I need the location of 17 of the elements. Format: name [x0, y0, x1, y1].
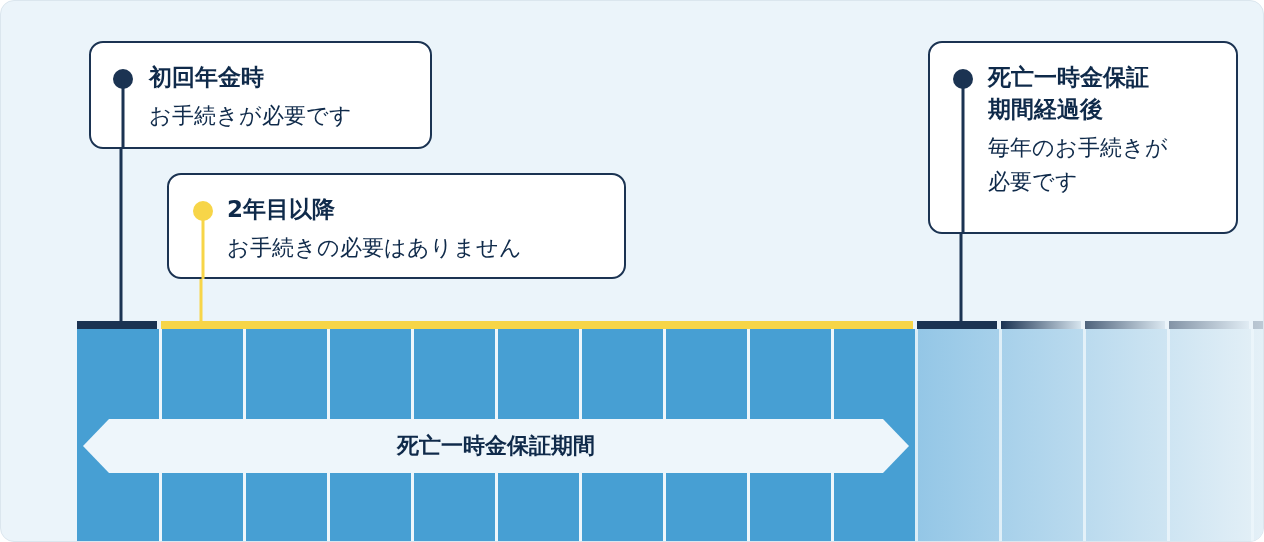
callout-box	[167, 173, 626, 279]
callout-box	[928, 41, 1238, 234]
leader-line	[119, 149, 123, 321]
callout-heading: 2年目以降	[227, 195, 336, 224]
callout-box	[89, 41, 432, 149]
callout-heading: 初回年金時	[149, 63, 265, 92]
banner-label: 死亡一時金保証期間	[395, 432, 596, 460]
timeline-bar	[161, 321, 913, 329]
callout-text: お手続きが必要です	[149, 102, 353, 130]
callout-text: お手続きの必要はありません	[227, 234, 523, 262]
period-banner	[83, 419, 909, 473]
timeline-bar	[917, 321, 997, 329]
callout-text: 毎年のお手続きが必要です	[988, 134, 1168, 196]
callout-heading: 死亡一時金保証期間経過後	[988, 63, 1150, 124]
timeline-bar	[77, 321, 157, 329]
leader-line	[199, 279, 203, 321]
leader-line	[959, 234, 963, 321]
